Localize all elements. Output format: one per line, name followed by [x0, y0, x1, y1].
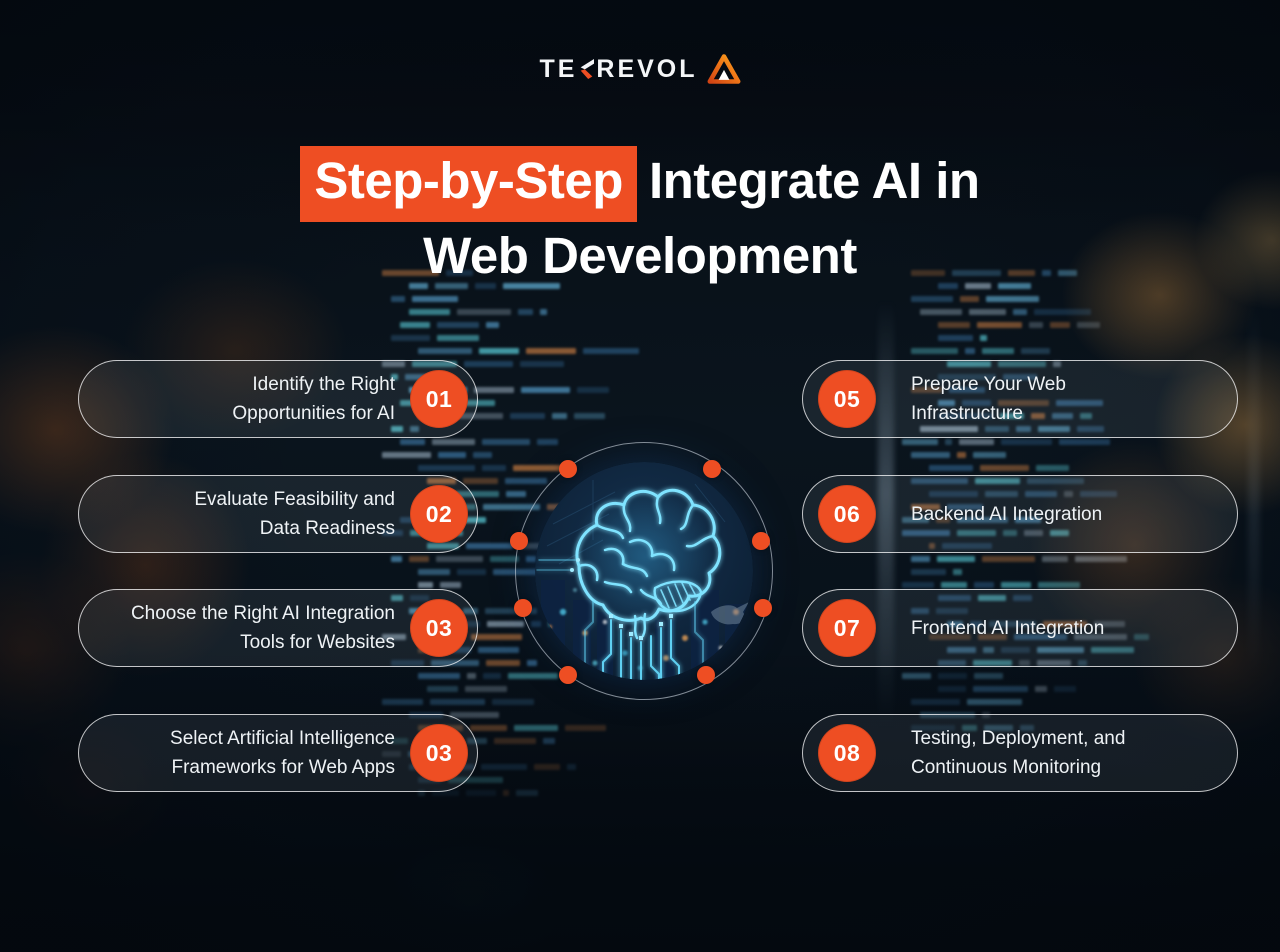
step-label: Choose the Right AI Integration Tools fo…	[130, 603, 395, 653]
title-highlight: Step-by-Step	[300, 146, 637, 222]
title-line1-rest: Integrate AI in	[648, 152, 980, 209]
title-line2: Web Development	[423, 227, 857, 284]
connector-dot	[559, 666, 577, 684]
tekrevol-wordmark: TE REVOL	[539, 55, 697, 84]
connector-dot	[752, 532, 770, 550]
connector-dot	[703, 460, 721, 478]
connector-dot	[754, 599, 772, 617]
step-label: Select Artificial Intelligence Framework…	[170, 728, 395, 778]
step-number-badge: 05	[818, 370, 876, 428]
step-number-badge: 03	[410, 724, 468, 782]
step-card-6: 06 Backend AI Integration	[802, 475, 1238, 553]
connector-dot	[559, 460, 577, 478]
connector-dot	[514, 599, 532, 617]
ai-brain-circuit-image	[535, 462, 753, 680]
step-label: Frontend AI Integration	[911, 617, 1105, 639]
step-card-4: Select Artificial Intelligence Framework…	[78, 714, 478, 792]
tekrevol-triangle-icon	[707, 54, 740, 84]
logo-text-right: REVOL	[596, 54, 698, 83]
step-label: Identify the Right Opportunities for AI	[232, 374, 395, 424]
step-number-badge: 07	[818, 599, 876, 657]
logo-text-left: TE	[539, 54, 578, 83]
connector-dot	[510, 532, 528, 550]
monitor-bezel-highlight	[1248, 300, 1260, 680]
step-number-badge: 01	[410, 370, 468, 428]
step-card-3: Choose the Right AI Integration Tools fo…	[78, 589, 478, 667]
connector-dot	[697, 666, 715, 684]
step-card-1: Identify the Right Opportunities for AI …	[78, 360, 478, 438]
step-card-5: 05 Prepare Your Web Infrastructure	[802, 360, 1238, 438]
logo-k-chevron-icon	[581, 59, 595, 79]
step-label: Prepare Your Web Infrastructure	[911, 374, 1066, 424]
step-label: Evaluate Feasibility and Data Readiness	[194, 489, 395, 539]
step-number-badge: 08	[818, 724, 876, 782]
step-number-badge: 03	[410, 599, 468, 657]
step-card-7: 07 Frontend AI Integration	[802, 589, 1238, 667]
step-card-8: 08 Testing, Deployment, and Continuous M…	[802, 714, 1238, 792]
step-card-2: Evaluate Feasibility and Data Readiness …	[78, 475, 478, 553]
step-label: Backend AI Integration	[911, 503, 1103, 525]
step-number-badge: 02	[410, 485, 468, 543]
step-label: Testing, Deployment, and Continuous Moni…	[911, 728, 1126, 778]
tekrevol-logo: TE REVOL	[0, 54, 1280, 84]
step-number-badge: 06	[818, 485, 876, 543]
